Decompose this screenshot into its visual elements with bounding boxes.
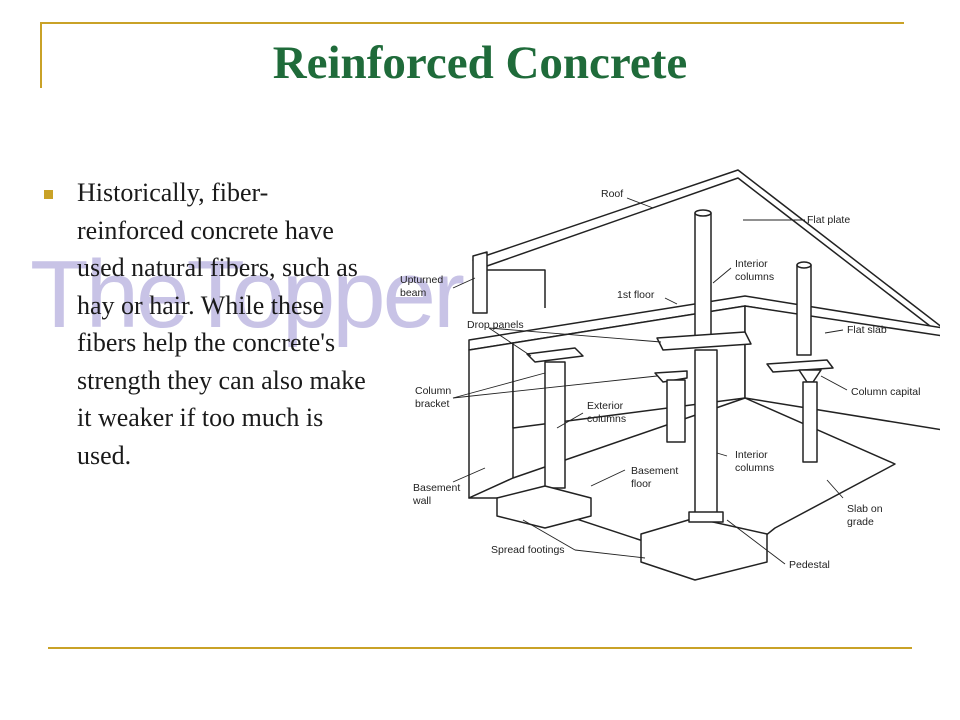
label-upturned-beam-1: Upturned bbox=[400, 274, 443, 286]
interior-column-upper-1 bbox=[694, 212, 712, 344]
frame-left-line bbox=[40, 22, 42, 88]
label-interior-columns-top-2: columns bbox=[735, 271, 774, 283]
label-column-capital: Column capital bbox=[851, 386, 920, 398]
upturned-beam-lip bbox=[487, 269, 546, 308]
bullet-icon bbox=[44, 190, 53, 199]
label-interior-columns-top-1: Interior bbox=[735, 258, 768, 270]
label-pedestal: Pedestal bbox=[789, 559, 830, 571]
basement-wall-right bbox=[744, 305, 940, 431]
frame-top-line bbox=[40, 22, 904, 24]
label-spread-footings: Spread footings bbox=[491, 544, 565, 556]
label-column-bracket-2: bracket bbox=[415, 398, 450, 410]
bullet-text: Historically, fiber-reinforced concrete … bbox=[77, 178, 366, 470]
label-drop-panels: Drop panels bbox=[467, 319, 524, 331]
upturned-beam bbox=[472, 251, 488, 314]
label-column-bracket-1: Column bbox=[415, 385, 451, 397]
basement-wall-left bbox=[468, 342, 514, 499]
label-roof: Roof bbox=[601, 188, 623, 200]
label-basement-wall-2: wall bbox=[412, 495, 431, 507]
spread-footing-1 bbox=[496, 485, 592, 529]
drop-panel-1 bbox=[526, 347, 584, 363]
drop-panel-3 bbox=[766, 359, 834, 373]
slide-title: Reinforced Concrete bbox=[272, 37, 688, 89]
watermark-text: TheTopper bbox=[30, 241, 465, 348]
label-first-floor: 1st floor bbox=[617, 289, 655, 301]
column-mid bbox=[666, 379, 686, 443]
label-interior-columns-bottom-2: columns bbox=[735, 462, 774, 474]
pedestal bbox=[688, 511, 724, 523]
label-flat-plate: Flat plate bbox=[807, 214, 850, 226]
label-exterior-columns-1: Exterior bbox=[587, 400, 624, 412]
label-basement-floor-1: Basement bbox=[631, 465, 678, 477]
interior-column-main bbox=[694, 349, 718, 521]
drop-panel-2 bbox=[656, 331, 752, 351]
reinforced-concrete-diagram: Roof Flat plate Upturned beam Interior c… bbox=[400, 169, 940, 581]
label-slab-on-grade-1: Slab on bbox=[847, 503, 883, 515]
frame-bottom-line bbox=[48, 647, 912, 649]
label-exterior-columns-2: columns bbox=[587, 413, 626, 425]
label-upturned-beam-2: beam bbox=[400, 287, 427, 299]
label-basement-wall-1: Basement bbox=[413, 482, 460, 494]
label-basement-floor-2: floor bbox=[631, 478, 652, 490]
label-interior-columns-bottom-1: Interior bbox=[735, 449, 768, 461]
interior-column-back bbox=[802, 381, 818, 463]
label-slab-on-grade-2: grade bbox=[847, 516, 874, 528]
label-flat-slab: Flat slab bbox=[847, 324, 887, 336]
interior-column-upper-2 bbox=[796, 264, 812, 356]
